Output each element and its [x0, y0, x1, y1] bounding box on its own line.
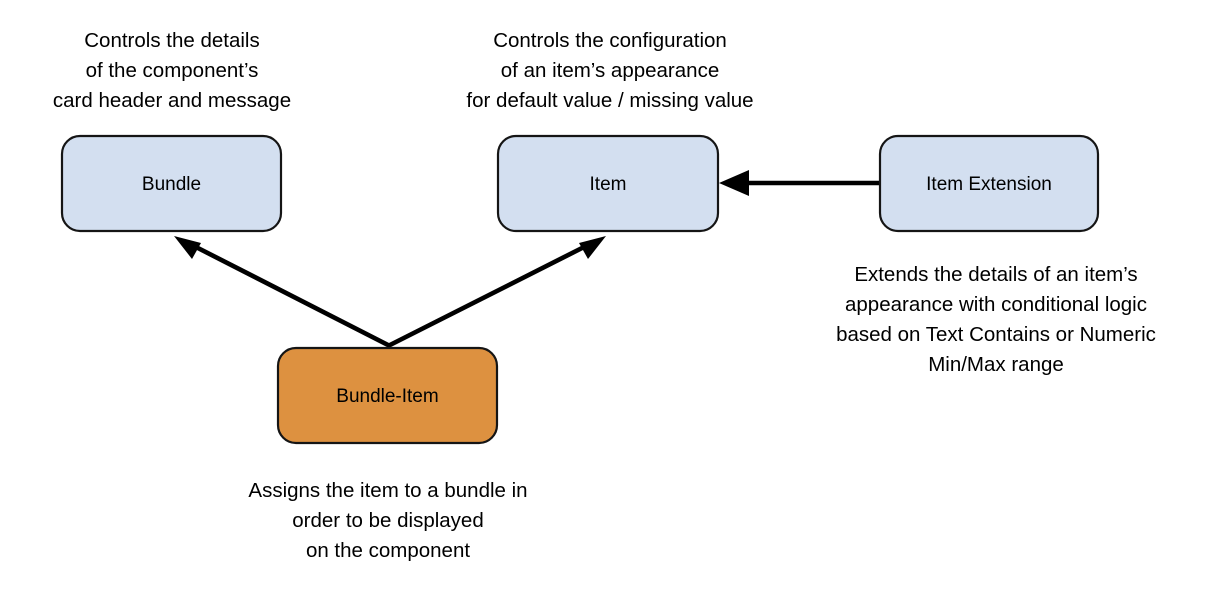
node-item-label: Item: [590, 174, 627, 195]
annotation-line: Extends the details of an item’s: [854, 263, 1137, 286]
annotation-line: Min/Max range: [928, 353, 1064, 376]
node-bundle-item-label: Bundle-Item: [336, 386, 438, 407]
edge-item-extension-to-item: [719, 170, 879, 196]
annotation-item-note: Controls the configuration of an item’s …: [466, 29, 753, 112]
annotation-line: for default value / missing value: [466, 89, 753, 112]
annotation-line: Controls the configuration: [493, 29, 727, 52]
annotation-line: order to be displayed: [292, 509, 483, 532]
annotation-line: appearance with conditional logic: [845, 293, 1147, 316]
node-item-extension-shape[interactable]: [878, 134, 1100, 233]
edge-line: [386, 242, 590, 349]
annotation-line: card header and message: [53, 89, 291, 112]
node-item[interactable]: Item: [496, 134, 720, 233]
annotation-line: of an item’s appearance: [501, 59, 719, 82]
node-item-shape[interactable]: [496, 134, 720, 233]
annotation-bundle-item-note: Assigns the item to a bundle in order to…: [248, 479, 527, 562]
annotation-line: based on Text Contains or Numeric: [836, 323, 1156, 346]
node-bundle[interactable]: Bundle: [60, 134, 283, 233]
annotation-line: Controls the details: [84, 29, 259, 52]
node-bundle-item-shape[interactable]: [276, 346, 499, 445]
node-item-extension-label: Item Extension: [926, 174, 1052, 195]
annotation-bundle-note: Controls the details of the component’s …: [53, 29, 291, 112]
edge-bundle-item-to-bundle: [174, 236, 392, 349]
annotation-line: of the component’s: [86, 59, 259, 82]
annotation-item-extension-note: Extends the details of an item’s appeara…: [836, 263, 1156, 376]
node-bundle-label: Bundle: [142, 174, 201, 195]
edge-line: [190, 242, 392, 349]
node-bundle-item[interactable]: Bundle-Item: [276, 346, 499, 445]
node-item-extension[interactable]: Item Extension: [878, 134, 1100, 233]
arrowhead-icon: [579, 236, 606, 259]
arrowhead-icon: [174, 236, 201, 259]
node-bundle-shape[interactable]: [60, 134, 283, 233]
annotation-line: on the component: [306, 539, 470, 562]
annotation-line: Assigns the item to a bundle in: [248, 479, 527, 502]
arrowhead-icon: [719, 170, 749, 196]
edge-bundle-item-to-item: [386, 236, 606, 349]
